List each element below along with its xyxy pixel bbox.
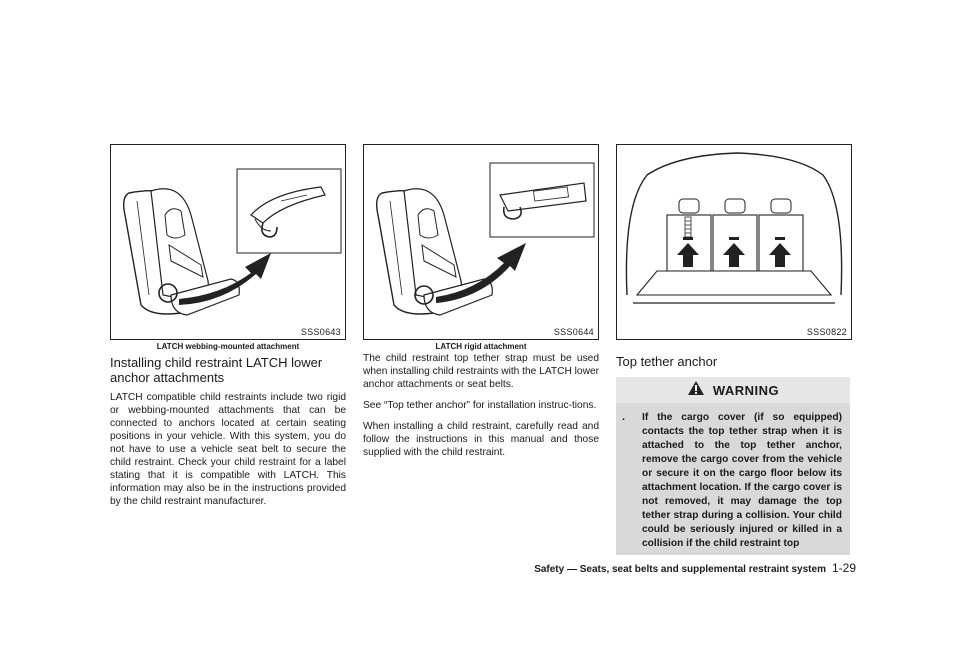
body-paragraph: The child restraint top tether strap mus… <box>363 353 599 390</box>
footer-section-title: Safety — Seats, seat belts and supplemen… <box>534 564 826 575</box>
figure-code: SSS0643 <box>300 327 341 337</box>
warning-body: . If the cargo cover (if so equipped) co… <box>616 403 850 551</box>
figure-caption: LATCH rigid attachment <box>435 342 527 351</box>
page-footer: Safety — Seats, seat belts and supplemen… <box>466 561 856 575</box>
body-paragraph: See “Top tether anchor” for installation… <box>363 400 597 411</box>
page-number: 1-29 <box>831 561 856 575</box>
section-heading: Installing child restraint LATCH lower a… <box>110 355 323 385</box>
figure-caption: LATCH webbing-mounted attachment <box>156 342 300 351</box>
cargo-area-illustration <box>625 152 843 304</box>
seat-rigid-illustration <box>375 162 595 316</box>
column-middle: SSS0644 LATCH rigid attachment The child… <box>363 144 599 467</box>
column-right: SSS0822 Top tether anchor WARNING . If t… <box>616 144 852 555</box>
warning-bullet: . <box>622 411 626 423</box>
warning-triangle-icon <box>687 380 705 401</box>
body-paragraph: When installing a child restraint, caref… <box>363 421 599 458</box>
warning-box: WARNING . If the cargo cover (if so equi… <box>616 377 850 555</box>
warning-header: WARNING <box>616 377 850 403</box>
seat-webbing-illustration <box>122 168 342 316</box>
figure-code: SSS0644 <box>553 327 594 337</box>
figure-latch-webbing: SSS0643 <box>110 144 346 340</box>
body-paragraph: LATCH compatible child restraints includ… <box>110 392 346 507</box>
section-heading: Top tether anchor <box>616 354 718 369</box>
figure-code: SSS0822 <box>806 327 847 337</box>
figure-latch-rigid: SSS0644 <box>363 144 599 340</box>
warning-text: If the cargo cover (if so equipped) cont… <box>642 412 842 549</box>
column-left: SSS0643 LATCH webbing-mounted attachment… <box>110 144 346 516</box>
warning-title: WARNING <box>712 382 780 398</box>
figure-top-tether: SSS0822 <box>616 144 852 340</box>
